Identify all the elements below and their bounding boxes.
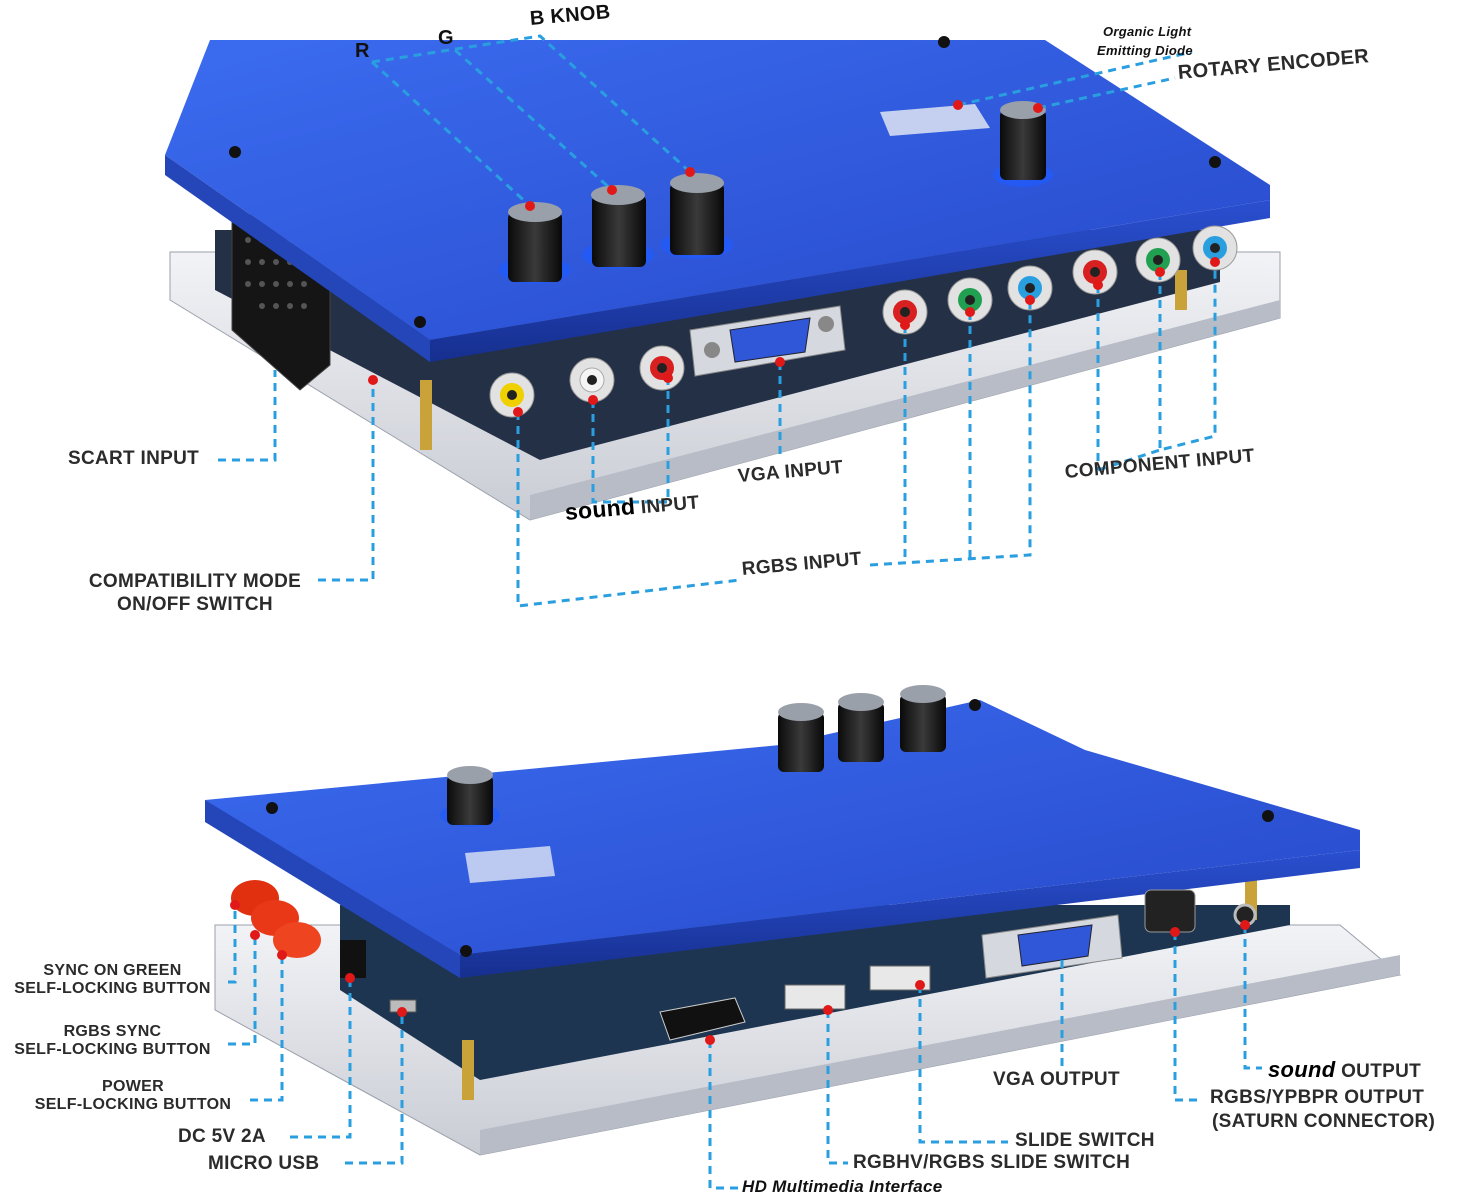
label-sound-output-word: sound bbox=[1268, 1057, 1336, 1082]
bottom-bottom-plate-edge bbox=[480, 955, 1400, 1155]
label-oled-line1: Organic Light bbox=[1103, 24, 1192, 39]
top-leader-lines bbox=[218, 34, 1217, 608]
top-rotary-encoder bbox=[993, 101, 1053, 187]
top-vga-input bbox=[689, 305, 846, 377]
label-oled-line2: Emitting Diode bbox=[1097, 43, 1193, 58]
label-rgbhv-slide-switch: RGBHV/RGBS SLIDE SWITCH bbox=[853, 1152, 1131, 1173]
top-blue-panel-edge bbox=[430, 200, 1270, 362]
saturn-connector bbox=[1144, 889, 1196, 933]
bottom-knobs bbox=[440, 685, 946, 827]
label-dc-5v-2a: DC 5V 2A bbox=[178, 1126, 266, 1147]
label-power-line1: POWER bbox=[102, 1078, 164, 1095]
bottom-blue-panel-side bbox=[205, 800, 460, 978]
label-rgbs-sync-line2: SELF-LOCKING BUTTON bbox=[14, 1041, 211, 1058]
label-scart-input: SCART INPUT bbox=[68, 448, 200, 469]
top-rgbs-component-jacks bbox=[882, 225, 1238, 335]
label-hd-multimedia-interface: HD Multimedia Interface bbox=[742, 1177, 943, 1196]
top-screws bbox=[229, 36, 1221, 328]
label-r: R bbox=[355, 40, 370, 62]
label-sound-output: sound OUTPUT bbox=[1268, 1057, 1421, 1083]
label-sound-output-rest: OUTPUT bbox=[1341, 1061, 1421, 1082]
top-blue-panel-side bbox=[165, 155, 430, 362]
top-markers bbox=[368, 100, 1220, 417]
label-sync-on-green-line2: SELF-LOCKING BUTTON bbox=[14, 980, 211, 997]
label-rgbs-ypbpr-output-line2: (SATURN CONNECTOR) bbox=[1212, 1111, 1436, 1132]
dc-jack bbox=[340, 940, 366, 978]
label-sound-input-rest: INPUT bbox=[640, 492, 701, 519]
label-rgbs-ypbpr-output-line1: RGBS/YPBPR OUTPUT bbox=[1210, 1087, 1425, 1108]
label-g: G bbox=[438, 27, 454, 49]
standoff bbox=[1175, 270, 1187, 310]
bottom-red-buttons bbox=[231, 880, 321, 958]
label-sound-word: sound bbox=[563, 492, 637, 525]
bottom-leader-lines bbox=[228, 905, 1262, 1190]
top-device bbox=[165, 36, 1281, 521]
bottom-vga-output bbox=[981, 914, 1123, 979]
label-power-line2: SELF-LOCKING BUTTON bbox=[34, 1096, 232, 1113]
label-compat-line2: ON/OFF SWITCH bbox=[117, 594, 273, 615]
standoff bbox=[462, 1040, 474, 1100]
bottom-blue-panel-edge bbox=[460, 850, 1360, 978]
label-slide-switch: SLIDE SWITCH bbox=[1015, 1130, 1155, 1151]
bottom-screws bbox=[266, 699, 1274, 957]
standoff bbox=[420, 380, 432, 450]
oled-window bbox=[880, 104, 990, 136]
label-sync-on-green-line1: SYNC ON GREEN bbox=[43, 962, 182, 979]
label-vga-output: VGA OUTPUT bbox=[993, 1069, 1120, 1090]
bottom-device bbox=[205, 685, 1402, 1156]
label-compat-line1: COMPATIBILITY MODE bbox=[88, 571, 302, 592]
bottom-markers bbox=[230, 900, 1250, 1045]
label-micro-usb: MICRO USB bbox=[208, 1153, 320, 1174]
hdmi-port bbox=[659, 997, 746, 1041]
bottom-oled-window bbox=[465, 846, 555, 883]
bottom-blue-panel bbox=[205, 700, 1360, 955]
slide-switch-a bbox=[784, 984, 846, 1010]
top-rgb-knobs bbox=[499, 173, 733, 284]
label-rgbs-sync-line1: RGBS SYNC bbox=[63, 1023, 162, 1040]
